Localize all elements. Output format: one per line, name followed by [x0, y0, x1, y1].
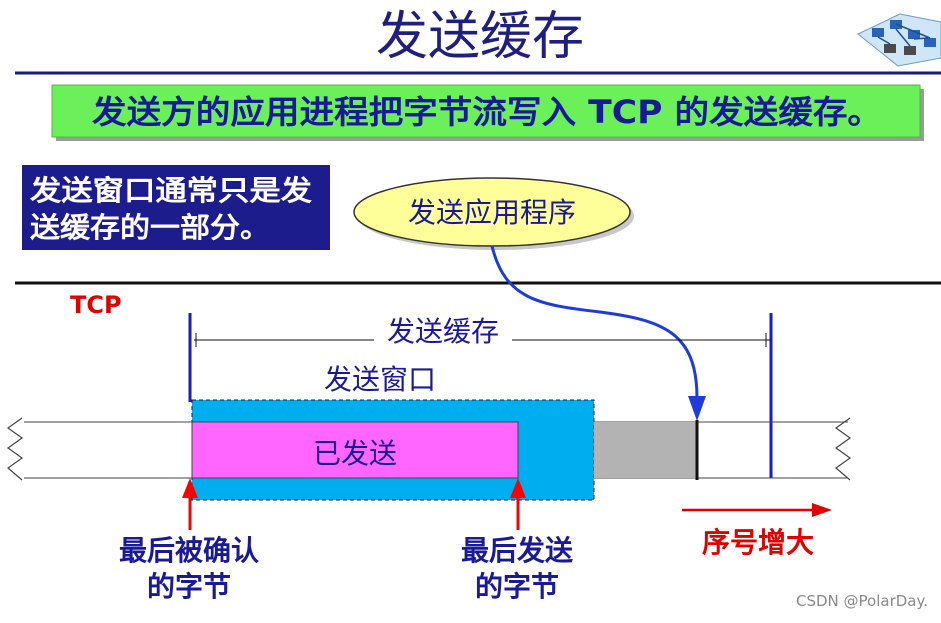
sent-label: 已发送: [313, 437, 397, 470]
app-bubble-label: 发送应用程序: [408, 196, 576, 229]
page-title: 发送缓存: [376, 7, 584, 67]
buffered-outside-window-region: [594, 422, 697, 478]
send-buffer-label: 发送缓存: [387, 315, 499, 348]
last-sent-byte-label-2: 的字节: [475, 570, 559, 603]
last-sent-byte-label-1: 最后发送: [461, 534, 573, 567]
banner-box: [51, 84, 921, 138]
network-icon: [857, 13, 941, 67]
banner-text: 发送方的应用进程把字节流写入 TCP 的发送缓存。: [92, 93, 882, 131]
watermark: CSDN @PolarDay.: [796, 592, 928, 610]
send-window-label: 发送窗口: [324, 363, 436, 396]
send-buffer-dimension: [194, 314, 771, 350]
last-acked-byte-label-1: 最后被确认: [119, 534, 259, 567]
last-acked-byte-label-2: 的字节: [147, 570, 231, 603]
sent-bytes-region: [191, 421, 519, 479]
note-line-1: 发送窗口通常只是发: [29, 174, 312, 207]
tcp-label: TCP: [70, 291, 122, 319]
up-arrow-icon: [510, 478, 526, 530]
note-line-2: 送缓存的一部分。: [30, 211, 270, 244]
curved-arrow-icon: [490, 245, 706, 421]
right-arrow-icon: [682, 503, 832, 517]
seq-increase-label: 序号增大: [702, 526, 814, 559]
up-arrow-icon: [182, 478, 198, 530]
note-box: [22, 165, 330, 250]
